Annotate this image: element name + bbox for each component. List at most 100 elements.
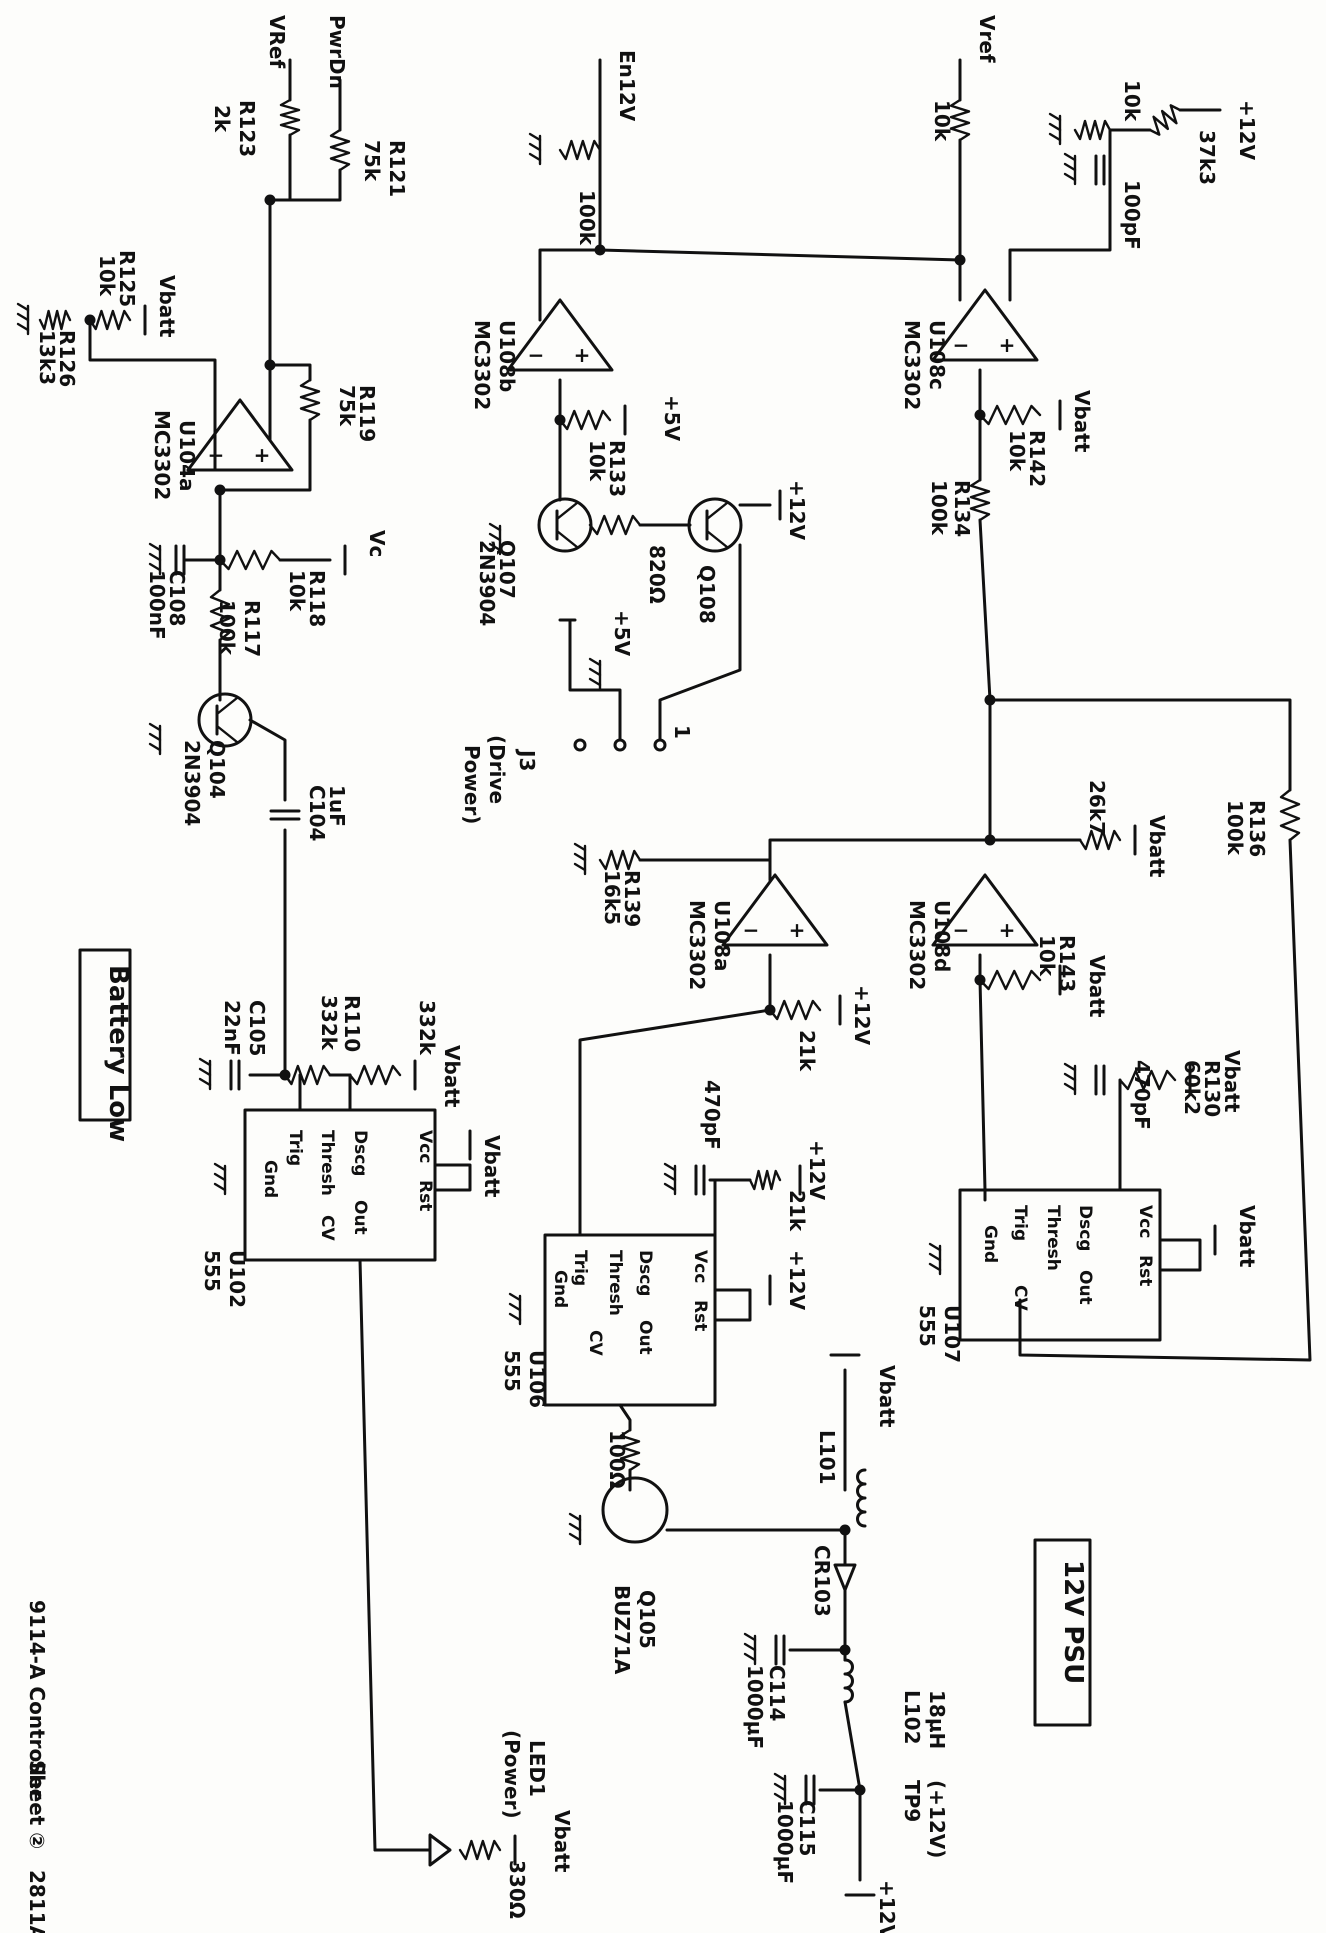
led1-diode: [428, 1833, 452, 1867]
ground-hatch: [1048, 132, 1062, 142]
wire: [578, 1008, 772, 1237]
r143-resistor: [978, 969, 1042, 991]
r26k7-resistor: [1078, 829, 1122, 851]
net-label-p12v-top: +12V: [1235, 100, 1259, 161]
transistor-emitter: [705, 529, 729, 549]
transistor-emitter: [555, 529, 579, 549]
ground-hatch: [1063, 172, 1077, 182]
opamp-minus: −: [953, 918, 970, 942]
r125-ref: R125: [115, 250, 139, 307]
ground-hatch: [488, 532, 502, 542]
pin-cv: CV: [1010, 1285, 1030, 1311]
ground-hatch: [1063, 1072, 1077, 1082]
ground-hatch: [928, 1262, 942, 1272]
r130-value: 60k2: [1180, 1060, 1204, 1115]
u108d-ref: U108d: [930, 900, 954, 972]
ground-hatch: [508, 1312, 522, 1322]
pin-thresh: Thresh: [1043, 1205, 1063, 1271]
ground-hatch: [16, 312, 30, 322]
net-label-vbatt-r142: Vbatt: [1070, 390, 1094, 453]
ground-j3: [588, 657, 602, 691]
ground-r126: [16, 302, 30, 336]
ground-c105: [198, 1057, 212, 1091]
net-label-p12v-q108: +12V: [785, 480, 809, 541]
wire: [1008, 128, 1152, 302]
wire: [713, 1288, 752, 1322]
ground-hatch: [568, 1532, 582, 1542]
net-label-pwrdn: PwrDn: [325, 15, 349, 89]
r121-resistor: [329, 128, 351, 172]
pin-gnd: Gnd: [550, 1270, 570, 1308]
r119-resistor: [299, 378, 321, 422]
j3-pin-3: [573, 738, 587, 752]
psu-12v-label: 12V PSU: [1058, 1560, 1088, 1684]
pin-vcc: Vcc: [690, 1250, 710, 1283]
u108b-opamp: −+: [506, 298, 614, 372]
u108a-ref: U108a: [710, 900, 734, 971]
r100k-resistor: [558, 139, 602, 161]
c100pf-value: 100pF: [1120, 180, 1144, 250]
opamp-triangle: [506, 298, 614, 372]
ground-c115: [773, 1772, 787, 1806]
u108d-part: MC3302: [905, 900, 929, 990]
q104-transistor: [197, 692, 253, 748]
ground-hatch: [148, 742, 162, 752]
c114-value: 1000µF: [743, 1665, 767, 1749]
pin-out: Out: [635, 1320, 655, 1355]
r117-ref: R117: [240, 600, 264, 657]
ground-hatch: [16, 302, 30, 312]
ground-hatch: [663, 1172, 677, 1182]
c470a-capacitor: [694, 1164, 706, 1196]
transistor-collector: [215, 696, 239, 716]
ground-r10k-top: [1048, 112, 1062, 146]
ground-hatch: [588, 657, 602, 667]
ground-hatch: [1048, 112, 1062, 122]
opamp-plus: +: [999, 918, 1016, 942]
r134-ref: R134: [950, 480, 974, 537]
battery-low-label: Battery Low: [103, 965, 133, 1142]
pin-vcc: Vcc: [1135, 1205, 1155, 1238]
opamp-minus: −: [208, 443, 225, 467]
r21k-a-resistor: [768, 999, 822, 1021]
u104a-part: MC3302: [150, 410, 174, 500]
wire: [978, 518, 992, 842]
net-label-p12v-u106: +12V: [805, 1140, 829, 1201]
wire: [988, 698, 1292, 792]
led1-note: (Power): [500, 1730, 524, 1819]
ground-hatch: [928, 1252, 942, 1262]
wire: [978, 978, 987, 1192]
c108-ref: C108: [165, 570, 189, 626]
c104-value: 1uF: [325, 785, 349, 827]
net-label-vref-right: Vref: [975, 15, 999, 63]
c104-ref: C104: [305, 785, 329, 841]
r123-value: 2k: [210, 105, 234, 133]
led1-ref: LED1: [525, 1740, 549, 1797]
cr103-diode: [833, 1563, 857, 1592]
ground-hatch: [528, 132, 542, 142]
r126-ref: R126: [55, 330, 79, 387]
wire: [1158, 1238, 1202, 1272]
q104-part: 2N3904: [180, 740, 204, 826]
j3-note-1: (Drive: [485, 735, 509, 804]
ground-hatch: [588, 677, 602, 687]
ground-hatch: [148, 732, 162, 742]
r130-resistor: [1118, 1069, 1177, 1091]
pin-thresh: Thresh: [317, 1130, 337, 1196]
j3-pin-2: [613, 738, 627, 752]
ground-hatch: [488, 522, 502, 532]
r134-value: 100k: [927, 480, 951, 536]
r110b-resistor: [348, 1064, 402, 1086]
ground-hatch: [488, 542, 502, 552]
pin-trig: Trig: [570, 1250, 590, 1286]
ground-hatch: [148, 552, 162, 562]
c100pf-capacitor: [1094, 154, 1106, 186]
transistor-collector: [705, 501, 729, 521]
c114-ref: C114: [765, 1665, 789, 1721]
r136-ref: R136: [1245, 800, 1269, 857]
pin-dscg: Dscg: [635, 1250, 655, 1296]
u108d-opamp: −+: [931, 873, 1039, 947]
j3-ref: J3: [515, 748, 539, 771]
